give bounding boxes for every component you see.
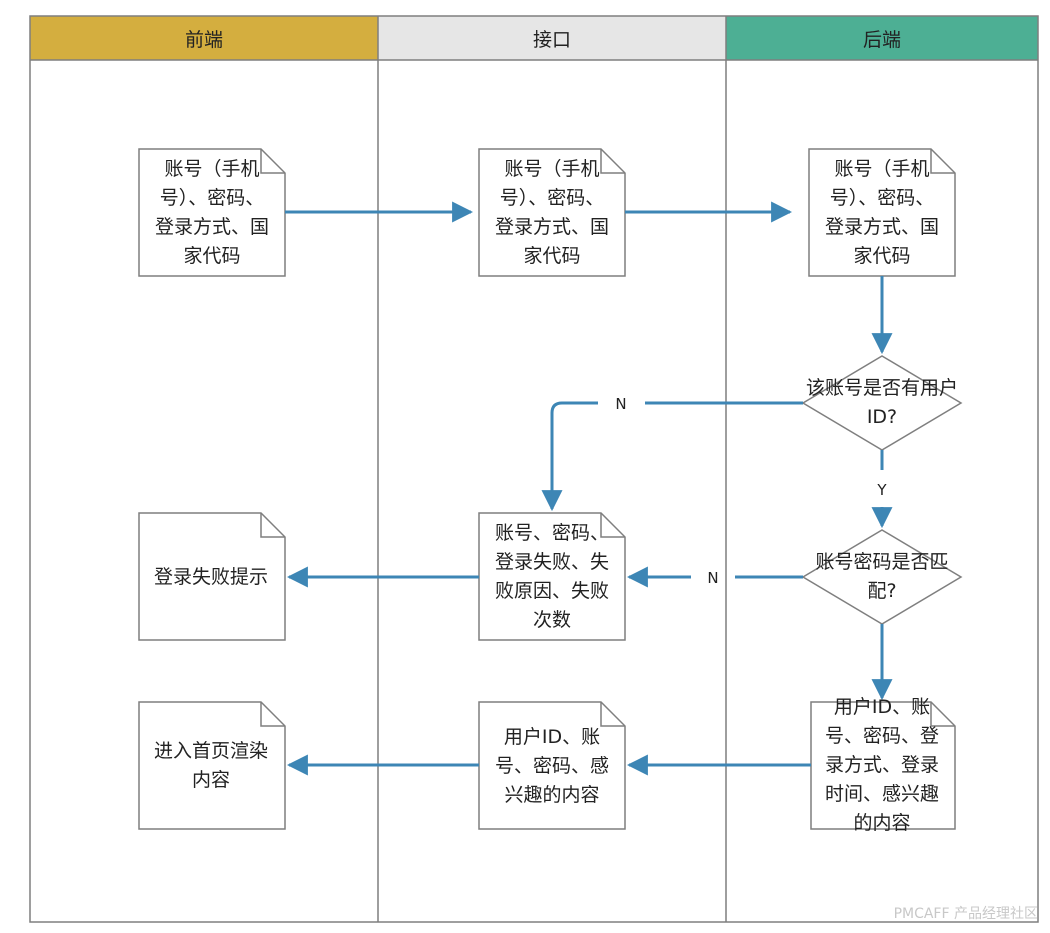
node-be-pwd-match: 账号密码是否匹配? bbox=[815, 551, 949, 602]
doc-shape-fe-fail bbox=[138, 512, 286, 641]
edge-label-no-id: N bbox=[611, 395, 631, 413]
node-be-has-id: 该账号是否有用户ID? bbox=[806, 377, 959, 428]
lane-header-frontend: 前端 bbox=[30, 16, 378, 60]
doc-shape-be-input bbox=[808, 148, 956, 277]
edge-label-pwd-no: N bbox=[703, 569, 723, 587]
lane-header-api: 接口 bbox=[378, 16, 726, 60]
node-fe-fail: 登录失败提示 bbox=[153, 565, 268, 588]
doc-shape-fe-home bbox=[138, 701, 286, 830]
node-fe-input: 账号（手机号）、密码、登录方式、国家代码 bbox=[154, 158, 269, 267]
doc-shape-api-input bbox=[478, 148, 626, 277]
node-fe-home: 进入首页渲染内容 bbox=[153, 740, 268, 791]
edge-label-has-id: Y bbox=[873, 481, 891, 499]
node-be-input: 账号（手机号）、密码、登录方式、国家代码 bbox=[824, 158, 939, 267]
node-api-input: 账号（手机号）、密码、登录方式、国家代码 bbox=[494, 158, 609, 267]
lane-header-backend: 后端 bbox=[726, 16, 1038, 60]
edge-has-id-no bbox=[552, 401, 803, 509]
node-api-fail: 账号、密码、登录失败、失败原因、失败次数 bbox=[494, 522, 609, 631]
watermark: PMCAFF 产品经理社区 bbox=[893, 906, 1038, 922]
doc-shape-api-success bbox=[478, 701, 626, 830]
doc-shape-be-success bbox=[810, 701, 956, 830]
node-be-success: 用户ID、账号、密码、登录方式、登录时间、感兴趣的内容 bbox=[824, 695, 939, 834]
node-api-success: 用户ID、账号、密码、感兴趣的内容 bbox=[494, 725, 609, 806]
pool-frame bbox=[29, 15, 1039, 923]
doc-shape-fe-input bbox=[138, 148, 286, 277]
